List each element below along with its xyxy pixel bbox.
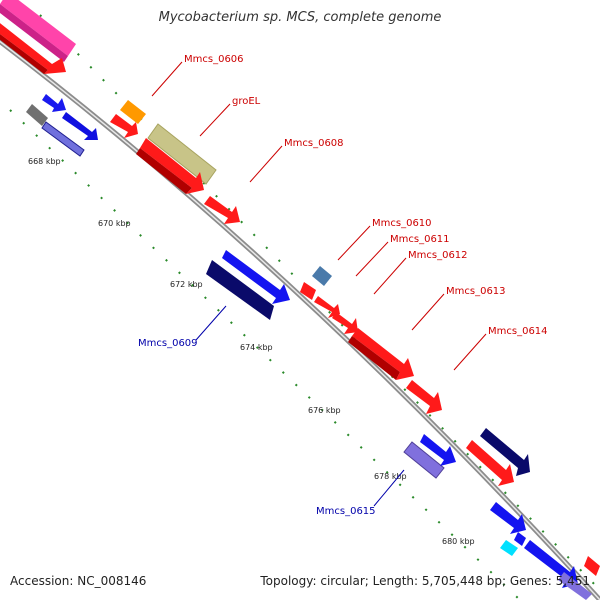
- gene-feature-red-short[interactable]: [204, 196, 240, 224]
- gene-feature-red-0611b[interactable]: [314, 296, 340, 318]
- label-mmcs-0611[interactable]: Mmcs_0611: [355, 234, 450, 277]
- label-mmcs-0610[interactable]: Mmcs_0610: [337, 218, 432, 261]
- gene-feature-grey[interactable]: [26, 104, 48, 126]
- svg-text:Mmcs_0609: Mmcs_0609: [138, 338, 198, 349]
- svg-text:Mmcs_0611: Mmcs_0611: [390, 234, 450, 245]
- svg-text:Mmcs_0615: Mmcs_0615: [316, 506, 376, 517]
- label-mmcs-0614[interactable]: Mmcs_0614: [453, 326, 548, 371]
- map-title: Mycobacterium sp. MCS, complete genome: [158, 10, 442, 25]
- accession-text: Accession: NC_008146: [10, 574, 147, 588]
- gene-feature-navy-right[interactable]: [480, 428, 530, 476]
- gene-feature-orange[interactable]: [120, 100, 146, 124]
- gene-feature-blue-680a[interactable]: [490, 502, 526, 534]
- gene-feature-blue-small[interactable]: [42, 94, 66, 112]
- scale-label-676: 676 kbp: [308, 406, 341, 415]
- gene-feature-mmcs-0615[interactable]: [403, 441, 445, 479]
- gene-feature-magenta[interactable]: [0, 0, 76, 62]
- gene-feature-mmcs-0609-blue[interactable]: [222, 250, 290, 304]
- label-groel[interactable]: groEL: [199, 96, 261, 137]
- label-mmcs-0606[interactable]: Mmcs_0606: [151, 54, 244, 97]
- svg-text:Mmcs_0606: Mmcs_0606: [184, 54, 244, 65]
- gene-feature-red-right[interactable]: [466, 440, 514, 486]
- label-mmcs-0615[interactable]: Mmcs_0615: [316, 469, 405, 517]
- label-mmcs-0613[interactable]: Mmcs_0613: [411, 286, 506, 331]
- gene-feature-cyan[interactable]: [500, 540, 518, 556]
- gene-feature-blue-arrow[interactable]: [62, 112, 98, 140]
- svg-text:groEL: groEL: [232, 96, 261, 107]
- svg-text:Mmcs_0610: Mmcs_0610: [372, 218, 432, 229]
- svg-text:Mmcs_0612: Mmcs_0612: [408, 250, 468, 261]
- gene-feature-lavender[interactable]: [41, 121, 85, 157]
- svg-text:Mmcs_0614: Mmcs_0614: [488, 326, 548, 337]
- label-mmcs-0612[interactable]: Mmcs_0612: [373, 250, 468, 295]
- gene-feature-mmcs-0609-navy[interactable]: [206, 260, 274, 320]
- gene-feature-red-0612[interactable]: [332, 312, 358, 334]
- label-mmcs-0609[interactable]: Mmcs_0609: [138, 305, 227, 349]
- gene-feature-mmcs-0610[interactable]: [312, 266, 332, 286]
- tick-track-inner: [9, 109, 521, 600]
- scale-label-670: 670 kbp: [98, 219, 131, 228]
- gene-feature-blue-678[interactable]: [420, 434, 456, 466]
- scale-label-678: 678 kbp: [374, 472, 407, 481]
- gene-feature-mmcs-0608[interactable]: [136, 138, 204, 194]
- scale-label-668: 668 kbp: [28, 157, 61, 166]
- scale-label-672: 672 kbp: [170, 280, 203, 289]
- label-mmcs-0608[interactable]: Mmcs_0608: [249, 138, 344, 183]
- svg-text:Mmcs_0608: Mmcs_0608: [284, 138, 344, 149]
- scale-label-674: 674 kbp: [240, 343, 273, 352]
- gene-feature-blue-680b[interactable]: [514, 532, 526, 546]
- gene-feature-lavender-br[interactable]: [558, 572, 592, 600]
- gene-feature-mmcs-0606[interactable]: [110, 114, 138, 138]
- genome-backbone: [0, 38, 600, 600]
- scale-label-680: 680 kbp: [442, 537, 475, 546]
- svg-text:Mmcs_0613: Mmcs_0613: [446, 286, 506, 297]
- gene-feature-red-0611a[interactable]: [300, 282, 316, 300]
- gene-feature-red-br[interactable]: [584, 556, 600, 576]
- gene-feature-red-topleft[interactable]: [0, 20, 66, 74]
- topology-text: Topology: circular; Length: 5,705,448 bp…: [260, 574, 590, 588]
- gene-feature-mmcs-0614[interactable]: [406, 380, 442, 414]
- gene-feature-groel[interactable]: [147, 123, 217, 185]
- gene-feature-mmcs-0613[interactable]: [348, 328, 414, 380]
